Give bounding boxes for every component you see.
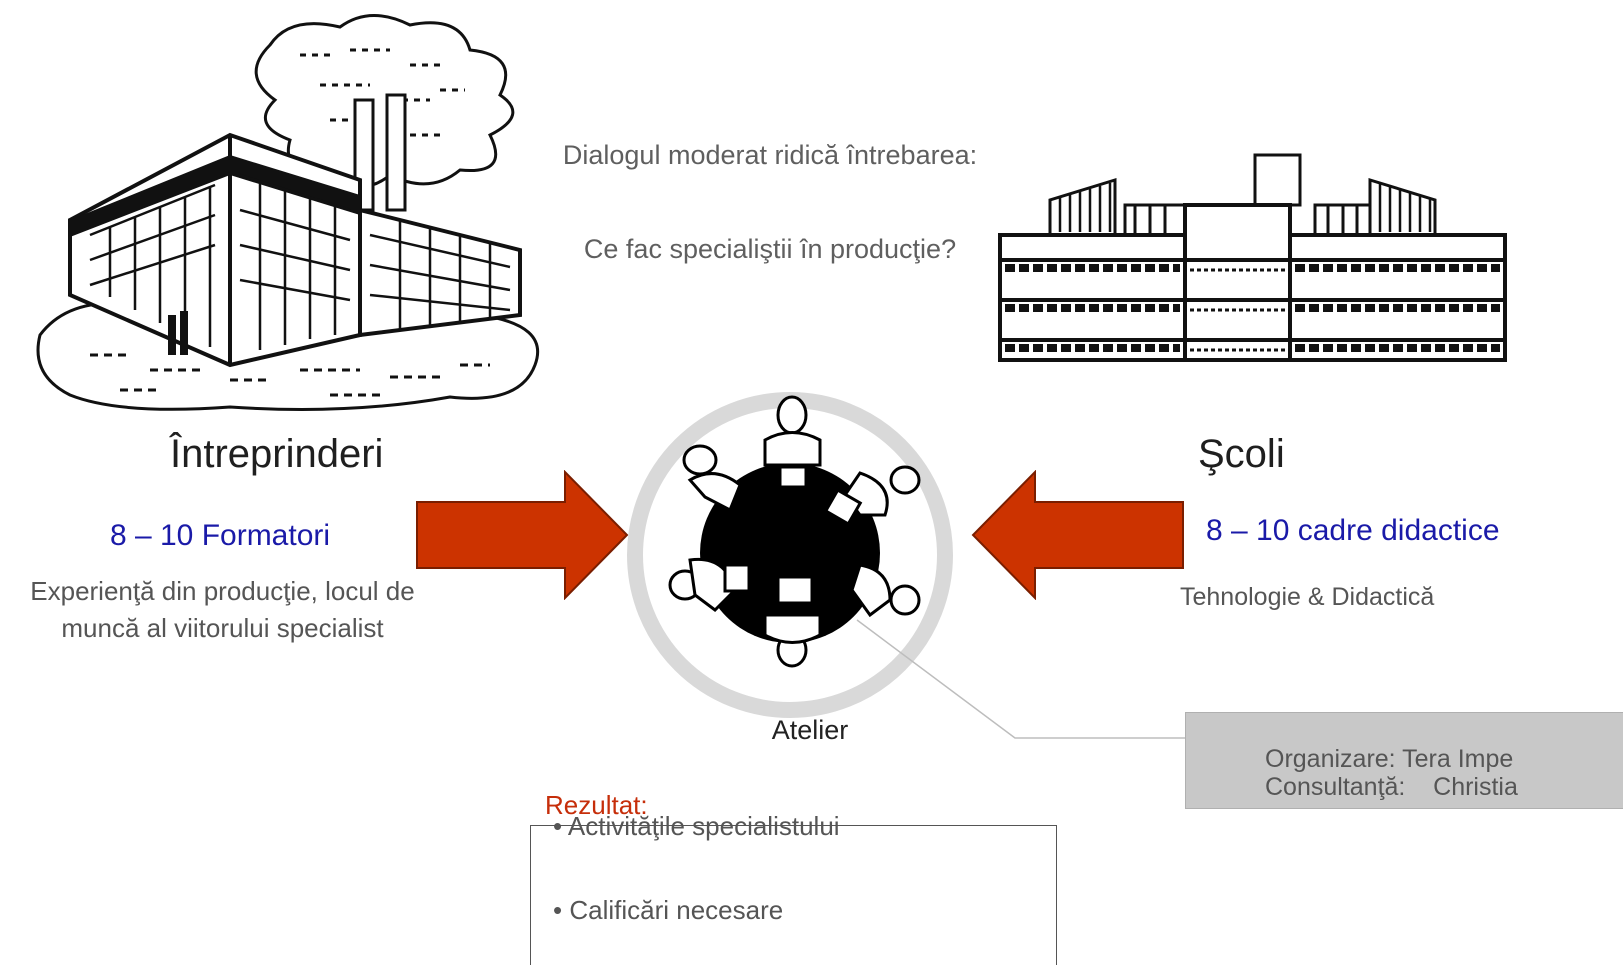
right-arrow <box>971 470 1184 600</box>
question-text-2: Ce fac specialiştii în producţie? <box>583 234 957 264</box>
factory-illustration <box>36 14 540 411</box>
result-item-activities: • Activităţile specialistului <box>553 811 840 841</box>
right-count: 8 – 10 cadre didactice <box>1206 514 1500 547</box>
result-box <box>530 825 1057 965</box>
left-arrow <box>416 470 629 600</box>
organization-line-1: Organizare: Tera Impe <box>1265 745 1514 773</box>
school-illustration <box>998 153 1507 362</box>
result-label: Rezultat: <box>545 790 648 820</box>
connector-line <box>856 619 1187 739</box>
heading-intreprinderi: Întreprinderi <box>170 432 384 476</box>
question-text-1: Dialogul moderat ridică întrebarea: <box>562 140 978 170</box>
heading-scoli: Şcoli <box>1198 432 1285 476</box>
left-description: Experienţă din producţie, locul de muncă… <box>30 576 415 643</box>
atelier-roundtable-icon <box>627 392 953 718</box>
organization-line-2: Consultanţă: Christia <box>1265 773 1518 801</box>
result-item-qualifications: • Calificări necesare <box>553 895 784 925</box>
organization-box <box>1185 712 1623 809</box>
atelier-label: Atelier <box>771 715 849 745</box>
right-description: Tehnologie & Didactică <box>1180 583 1435 611</box>
left-count: 8 – 10 Formatori <box>109 519 331 552</box>
